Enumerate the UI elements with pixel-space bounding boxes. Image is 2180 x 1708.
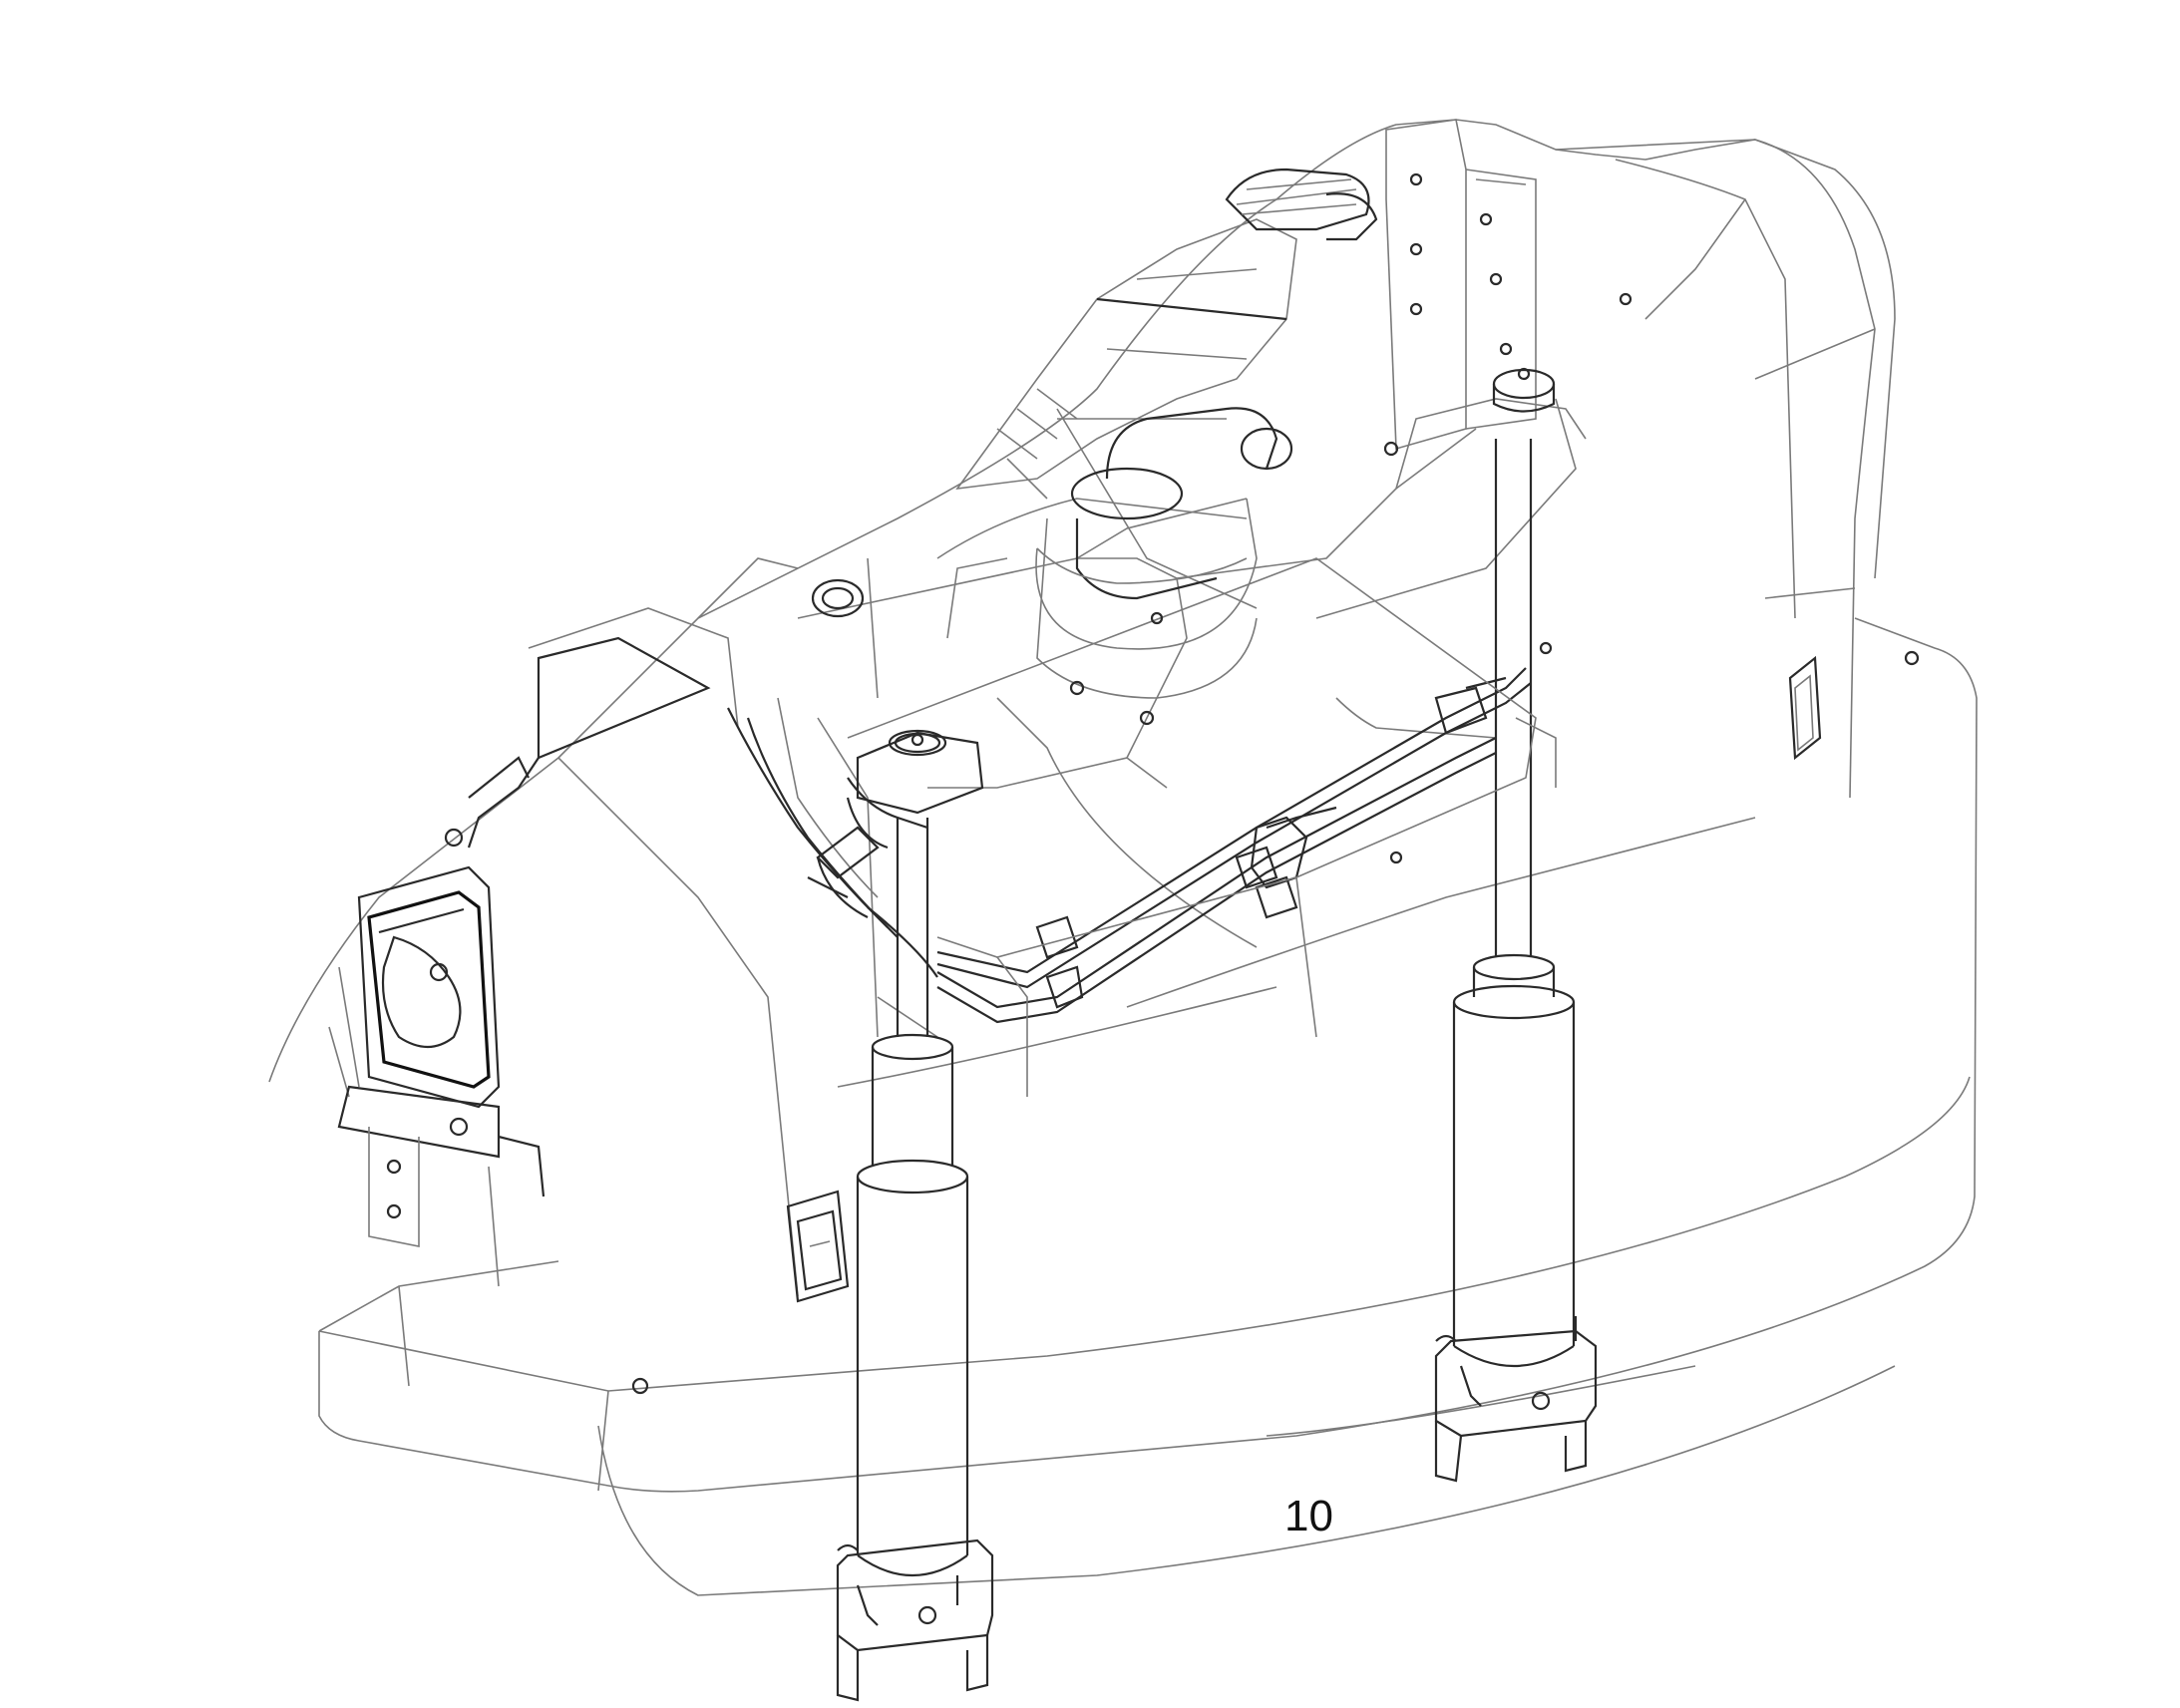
engine-frame <box>777 398 1587 898</box>
right-cylinder <box>1452 439 1576 1368</box>
counterweight-housing <box>318 617 1978 1596</box>
side-access-panel <box>786 1190 850 1303</box>
housing-holes <box>631 292 1920 1395</box>
small-flange <box>811 557 1008 639</box>
right-cylinder-foot <box>1434 1316 1598 1483</box>
bracket-plate <box>1383 119 1537 457</box>
manifold-cap <box>888 729 947 757</box>
radiator-mesh <box>955 218 1297 500</box>
left-cylinder <box>856 818 969 1577</box>
left-bracket <box>368 1127 500 1287</box>
crossbeam <box>847 557 1557 1097</box>
manifold-block <box>807 731 984 898</box>
valve-cluster <box>1235 676 1507 919</box>
left-cooler-box <box>328 607 739 1197</box>
intake-bellows <box>1225 168 1378 241</box>
upper-body-shell <box>268 119 1896 1297</box>
air-intake-elbow <box>1035 407 1293 699</box>
right-post-cap <box>1492 367 1556 413</box>
callout-number: 10 <box>1284 1492 1333 1540</box>
left-cylinder-foot <box>836 1538 994 1702</box>
right-side-slot <box>1788 655 1822 761</box>
